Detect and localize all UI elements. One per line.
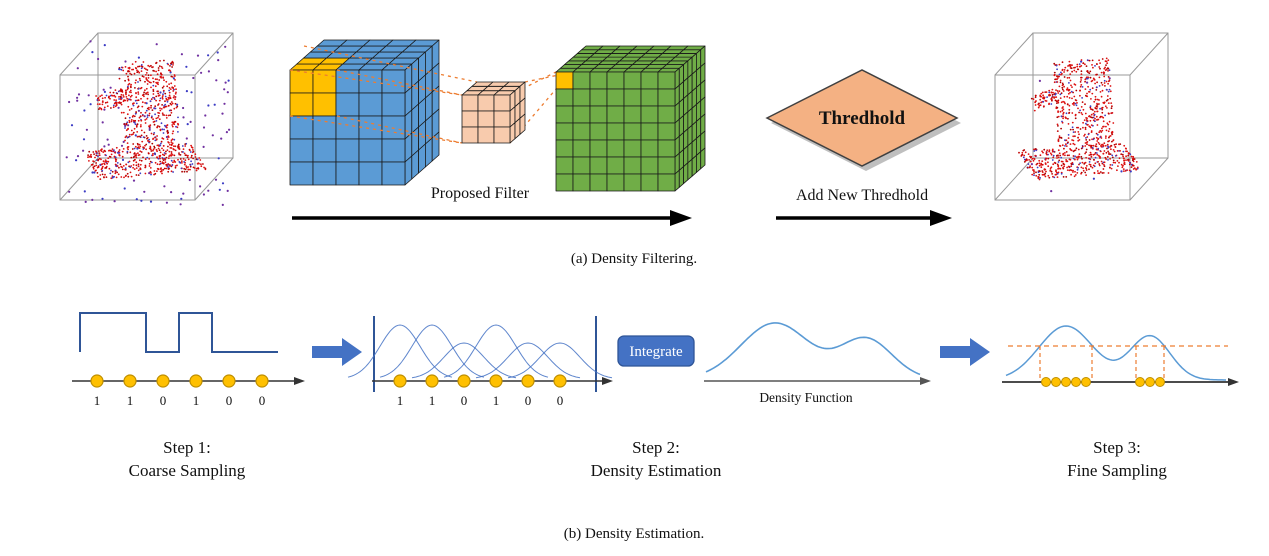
noisy-pointcloud (65, 40, 231, 206)
proposed-filter-label: Proposed Filter (431, 185, 530, 202)
bit-label: 1 (429, 393, 436, 408)
step2-title: Step 2: (632, 438, 680, 457)
bit-label: 1 (193, 393, 200, 408)
add-threshold-arrow (776, 210, 952, 226)
bit-label: 0 (461, 393, 468, 408)
fine-sampling-curve (1005, 325, 1226, 381)
square-wave (79, 312, 278, 353)
step3-sample-dots (1041, 377, 1165, 387)
bit-label: 1 (94, 393, 101, 408)
density-curve (705, 322, 921, 376)
step1-plot: 1 1 0 1 0 0 (72, 312, 305, 408)
bit-label: 0 (557, 393, 564, 408)
integrate-box: Integrate (617, 335, 695, 367)
bit-label: 0 (525, 393, 532, 408)
clean-pointcloud-box (994, 32, 1169, 201)
bit-label: 1 (397, 393, 404, 408)
bit-label: 0 (226, 393, 233, 408)
filter-kernel-cube (461, 81, 526, 144)
bit-label: 1 (127, 393, 134, 408)
add-threshold-label: Add New Thredhold (796, 187, 928, 204)
step3-subtitle: Fine Sampling (1067, 461, 1167, 480)
step2-plot: 1 1 0 1 0 0 (347, 316, 613, 408)
panel-b-caption: (b) Density Estimation. (564, 526, 704, 542)
step1-subtitle: Coarse Sampling (129, 461, 246, 480)
clean-pointcloud (1018, 57, 1139, 193)
flow-arrow-2 (940, 338, 990, 366)
step2-sample-dots (393, 374, 567, 388)
kernel-curves (347, 324, 613, 379)
bit-label: 0 (259, 393, 266, 408)
step3-title: Step 3: (1093, 438, 1141, 457)
threshold-diamond: Thredhold (765, 69, 961, 171)
density-function-label: Density Function (759, 390, 853, 405)
bit-label: 1 (493, 393, 500, 408)
threshold-label: Thredhold (819, 108, 906, 129)
panel-b: 1 1 0 1 0 0 Step 1: Coarse Sampling 1 1 … (72, 312, 1239, 542)
proposed-filter-arrow (292, 210, 692, 226)
flow-arrow-1 (312, 338, 362, 366)
output-voxel-cube (555, 45, 706, 192)
panel-a: Proposed Filter Thredhold Add New Thredh… (59, 32, 1169, 267)
input-voxel-cube (289, 39, 440, 186)
density-function-plot: Density Function (704, 322, 931, 405)
integrate-label: Integrate (629, 344, 683, 360)
step3-plot (1002, 325, 1239, 387)
step1-sample-dots (90, 374, 269, 388)
panel-a-caption: (a) Density Filtering. (571, 251, 697, 267)
step2-subtitle: Density Estimation (591, 461, 722, 480)
step1-title: Step 1: (163, 438, 211, 457)
bit-label: 0 (160, 393, 167, 408)
noisy-pointcloud-box (59, 32, 234, 201)
